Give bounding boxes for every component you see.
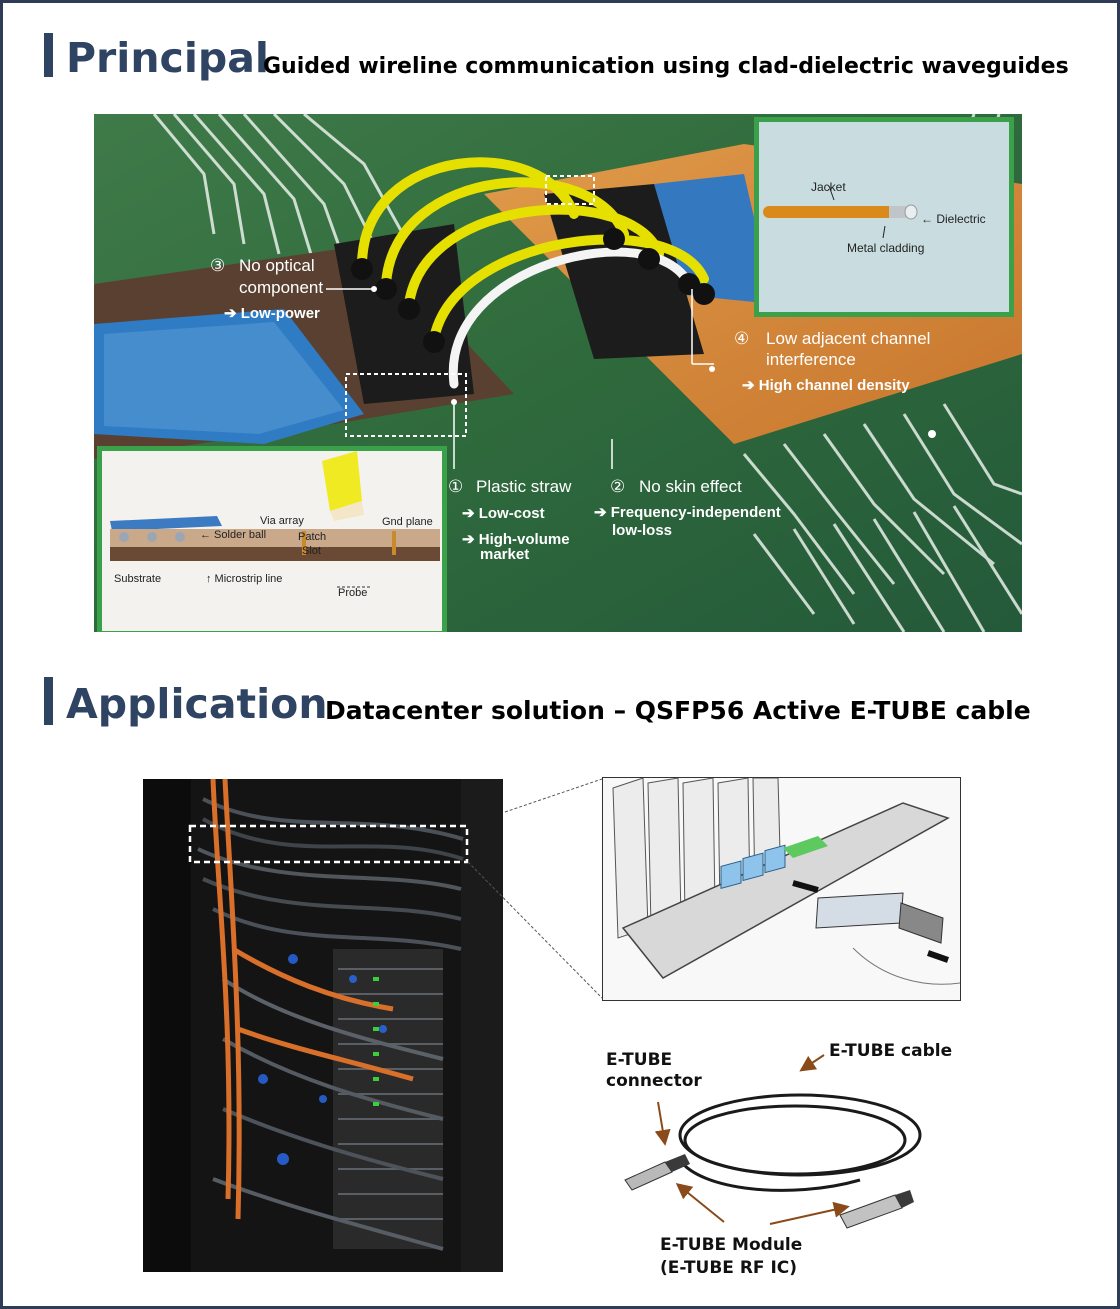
callout-3-number: ③: [210, 256, 226, 275]
principal-title: Principal: [66, 34, 269, 82]
callout-2-number: ②: [610, 477, 626, 496]
callout-2-benefit-line1: ➔ Frequency-independent: [594, 504, 781, 521]
application-subtitle: Datacenter solution – QSFP56 Active E-TU…: [325, 696, 1031, 725]
callout-1-title: Plastic straw: [476, 477, 572, 496]
callout-2-benefit-line2: low-loss: [612, 522, 673, 539]
callout-3-line2: component: [239, 278, 324, 297]
gnd-plane-label: Gnd plane: [382, 516, 433, 528]
callout-4-number: ④: [734, 329, 750, 348]
callout-1-benefit2-line2: market: [480, 546, 530, 563]
callout-4-benefit: ➔ High channel density: [742, 377, 910, 394]
callout-3-benefit: ➔ Low-power: [224, 305, 320, 322]
application-title: Application: [66, 680, 328, 728]
callout-1-benefit1: ➔ Low-cost: [462, 505, 545, 522]
etube-connector-label-line2: connector: [606, 1071, 702, 1091]
waveguide-illustration: Jacket ← Dielectric Metal cladding ← Sol…: [94, 114, 1022, 632]
inset-chip-to-waveguide-transition: ← Solder ball Via array Patch Slot Gnd p…: [97, 446, 447, 632]
etube-cable-label: E-TUBE cable: [829, 1041, 953, 1061]
substrate-label: Substrate: [114, 573, 162, 585]
callout-4-line1: Low adjacent channel: [766, 329, 931, 348]
section-marker: [44, 677, 53, 725]
jacket-label: Jacket: [811, 180, 846, 194]
transition-cross-section: [102, 451, 442, 631]
etube-connector-label-line1: E-TUBE: [606, 1050, 673, 1070]
microstrip-label: ↑ Microstrip line: [206, 573, 283, 585]
callout-1-benefit2-line1: ➔ High-volume: [462, 531, 570, 548]
probe-label: Probe: [338, 587, 368, 599]
cable-line-art: [624, 1093, 922, 1229]
patch-label: Patch: [298, 531, 327, 543]
callout-2-title: No skin effect: [639, 477, 742, 496]
inset-waveguide-structure: Jacket ← Dielectric Metal cladding: [754, 117, 1014, 317]
section-marker: [44, 33, 53, 77]
callout-1-number: ①: [448, 477, 464, 496]
etube-module-label-line2: (E-TUBE RF IC): [660, 1258, 798, 1278]
qsfp-switch-drawing: [602, 777, 961, 1001]
callout-4-line2: interference: [766, 350, 856, 369]
callout-3-line1: No optical: [239, 256, 315, 275]
datacenter-rack-photo: [143, 779, 503, 1272]
metal-cladding-label: Metal cladding: [847, 241, 925, 255]
etube-module-label-line1: E-TUBE Module: [660, 1235, 803, 1255]
slot-label: Slot: [302, 545, 321, 557]
via-array-label: Via array: [260, 515, 304, 527]
dielectric-label: ← Dielectric: [921, 212, 986, 226]
switch-line-art: [603, 778, 960, 1000]
solder-ball-label: ← Solder ball: [200, 529, 267, 541]
rack-drawing: [143, 779, 503, 1272]
waveguide-cross-section: [759, 122, 1009, 312]
etube-cable-drawing: [610, 1080, 930, 1250]
principal-subtitle: Guided wireline communication using clad…: [263, 54, 1069, 79]
